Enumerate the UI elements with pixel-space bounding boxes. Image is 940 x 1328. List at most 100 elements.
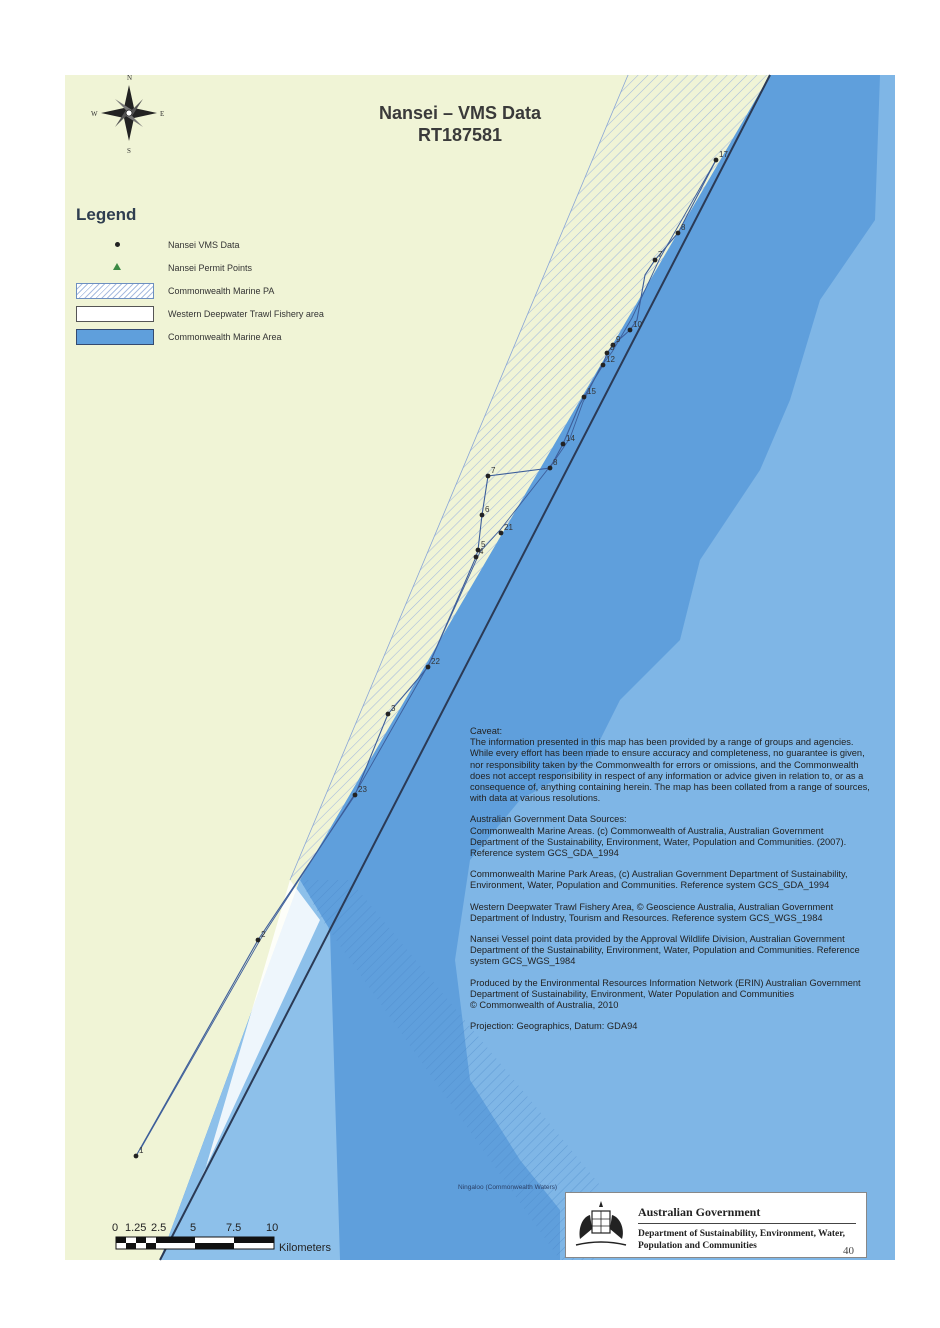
vms-point-label: 21 <box>504 523 513 532</box>
map-title-line1: Nansei – VMS Data <box>378 103 542 123</box>
scale-tick-label: 5 <box>190 1222 197 1234</box>
vms-point <box>133 1153 139 1159</box>
commonwealth-marine-pa-south <box>300 880 600 1260</box>
gov-department: Department of Sustainability, Environmen… <box>638 1229 845 1251</box>
vms-point-label: 4 <box>479 547 484 556</box>
vms-point-label: 17 <box>719 150 728 159</box>
source-vessel-data: Nansei Vessel point data provided by the… <box>470 934 860 967</box>
vms-point <box>627 327 633 333</box>
vms-point <box>255 937 261 943</box>
vms-point <box>485 473 491 479</box>
map-title: Nansei – VMS Data RT187581 <box>320 102 600 146</box>
legend-title: Legend <box>76 205 137 224</box>
compass-east-label: E <box>160 110 164 118</box>
vms-point <box>352 792 358 798</box>
compass-south-label: S <box>127 147 131 155</box>
scale-tick-label: 10 <box>266 1222 279 1234</box>
vms-point-label: 1 <box>139 1146 144 1155</box>
legend-item-permit-points: Nansei Permit Points <box>76 260 366 278</box>
vms-point <box>473 554 479 560</box>
legend-label: Nansei VMS Data <box>168 240 240 250</box>
vms-track <box>135 159 717 1157</box>
vms-point-label: 8 <box>610 343 615 352</box>
vms-point-label: 7 <box>658 250 663 259</box>
source-marine-areas: Commonwealth Marine Areas. (c) Commonwea… <box>470 825 847 859</box>
produced-block: Produced by the Environmental Resources … <box>470 978 870 1012</box>
vms-point <box>498 530 504 536</box>
scale-tick-label: 1.25 <box>125 1222 147 1234</box>
source-marine-park: Commonwealth Marine Park Areas, (c) Aust… <box>470 869 848 891</box>
vms-point <box>604 350 610 356</box>
blue-area-swatch <box>76 329 154 345</box>
vms-point <box>713 157 719 163</box>
dot-icon <box>76 237 154 253</box>
source-trawl-fishery: Western Deepwater Trawl Fishery Area, © … <box>470 901 834 923</box>
caveat-block: Caveat: The information presented in thi… <box>470 726 870 804</box>
vms-point-label: 10 <box>633 320 642 329</box>
scale-tick-label: 7.5 <box>226 1222 242 1234</box>
vms-point <box>385 711 391 717</box>
scale-tick-label: 0 <box>112 1222 119 1234</box>
marine-area-inner <box>160 75 880 1260</box>
scale-bar <box>115 1236 275 1250</box>
compass-icon: N S E W <box>91 74 164 155</box>
compass-north-label: N <box>127 74 132 82</box>
vms-point <box>475 547 481 553</box>
vms-point-label: 23 <box>358 785 367 794</box>
triangle-icon <box>76 260 154 276</box>
western-deepwater-trawl-area <box>200 880 320 1180</box>
vms-point-label: 5 <box>481 540 486 549</box>
gov-divider <box>638 1223 856 1224</box>
vms-point <box>600 362 606 368</box>
legend-label: Nansei Permit Points <box>168 263 253 273</box>
vms-point-label: 7 <box>491 466 496 475</box>
vms-point <box>652 257 658 263</box>
legend-item-marine-area: Commonwealth Marine Area <box>76 329 366 347</box>
vms-point <box>610 342 616 348</box>
legend-label: Commonwealth Marine Area <box>168 332 282 342</box>
sources-heading: Australian Government Data Sources: <box>470 814 627 825</box>
vms-point-label: 3 <box>391 704 396 713</box>
vms-point-label: 8 <box>553 458 558 467</box>
caveat-panel: Caveat: The information presented in thi… <box>470 726 870 1042</box>
vms-point <box>675 230 681 236</box>
gov-name: Australian Government <box>638 1205 761 1219</box>
boundary-line-west <box>289 74 629 881</box>
ningaloo-label: Ningaloo (Commonwealth Waters) <box>458 1184 557 1191</box>
page-number: 40 <box>843 1245 854 1257</box>
legend-label: Western Deepwater Trawl Fishery area <box>168 309 324 319</box>
scale-unit-label: Kilometers <box>279 1242 331 1254</box>
vms-point <box>560 441 566 447</box>
vms-point-label: 2 <box>261 930 266 939</box>
vms-point-label: 9 <box>616 335 621 344</box>
legend-item-marine-pa: Commonwealth Marine PA <box>76 283 366 301</box>
vms-point <box>425 664 431 670</box>
scale-tick-label: 2.5 <box>151 1222 167 1234</box>
coat-of-arms-icon <box>575 1201 627 1246</box>
vms-point-label: 6 <box>485 505 490 514</box>
projection: Projection: Geographics, Datum: GDA94 <box>470 1021 638 1032</box>
vms-point-label: 8 <box>681 223 686 232</box>
vms-track-return <box>139 159 717 1151</box>
map-title-line2: RT187581 <box>417 125 503 145</box>
hatched-area-swatch <box>76 283 154 299</box>
copyright: © Commonwealth of Australia, 2010 <box>470 1000 619 1011</box>
vms-point-label: 15 <box>587 387 596 396</box>
produced-by: Produced by the Environmental Resources … <box>470 977 861 999</box>
legend-label: Commonwealth Marine PA <box>168 286 275 296</box>
caveat-heading: Caveat: <box>470 726 503 736</box>
government-logo: Australian Government Department of Sust… <box>565 1192 867 1258</box>
caveat-body: The information presented in this map ha… <box>470 737 870 804</box>
vms-point <box>547 465 553 471</box>
commonwealth-marine-pa <box>290 75 770 880</box>
white-area-swatch <box>76 306 154 322</box>
vms-point-label: 22 <box>431 657 440 666</box>
vms-point-label: 14 <box>566 434 575 443</box>
vms-point <box>581 394 587 400</box>
boundary-line <box>159 74 771 1261</box>
vms-point-label: 12 <box>606 355 615 364</box>
sources-block: Australian Government Data Sources: Comm… <box>470 814 870 859</box>
legend-item-vms-data: Nansei VMS Data <box>76 237 366 255</box>
